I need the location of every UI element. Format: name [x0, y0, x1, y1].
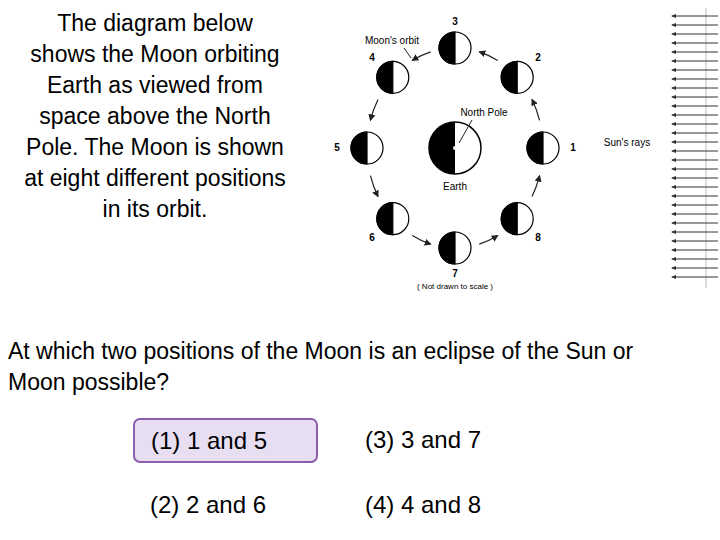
callout-number: 2 [535, 52, 541, 64]
callout-number: 6 [369, 232, 375, 244]
callout-number: 4 [369, 52, 375, 64]
answer-option: (4) 4 and 8 [365, 491, 481, 519]
callout-number: 8 [535, 232, 541, 244]
leader-lines [404, 48, 472, 143]
callout-number: 1 [570, 142, 576, 154]
rays-label: Sun's rays [604, 137, 650, 149]
answer-option: (3) 3 and 7 [365, 426, 481, 454]
orbit-label: Moon's orbit [365, 35, 419, 47]
callout-number: 3 [452, 16, 458, 28]
scale-note: ( Not drawn to scale ) [417, 282, 493, 291]
moon-symbols [351, 32, 559, 264]
sun-rays [672, 16, 718, 277]
ray-border [706, 8, 707, 288]
orbit-arrows [370, 52, 539, 244]
callout-number: 5 [334, 142, 340, 154]
earth-symbol [429, 122, 481, 174]
callout-number: 7 [452, 268, 458, 280]
answer-option: (1) 1 and 5 [151, 427, 267, 455]
pole-label: North Pole [460, 107, 507, 119]
intro-text: The diagram below shows the Moon orbitin… [24, 8, 286, 225]
question-text: At which two positions of the Moon is an… [8, 336, 688, 398]
earth-label: Earth [443, 181, 467, 193]
answer-box: (1) 1 and 5 [133, 418, 318, 463]
answer-option: (2) 2 and 6 [150, 491, 266, 519]
